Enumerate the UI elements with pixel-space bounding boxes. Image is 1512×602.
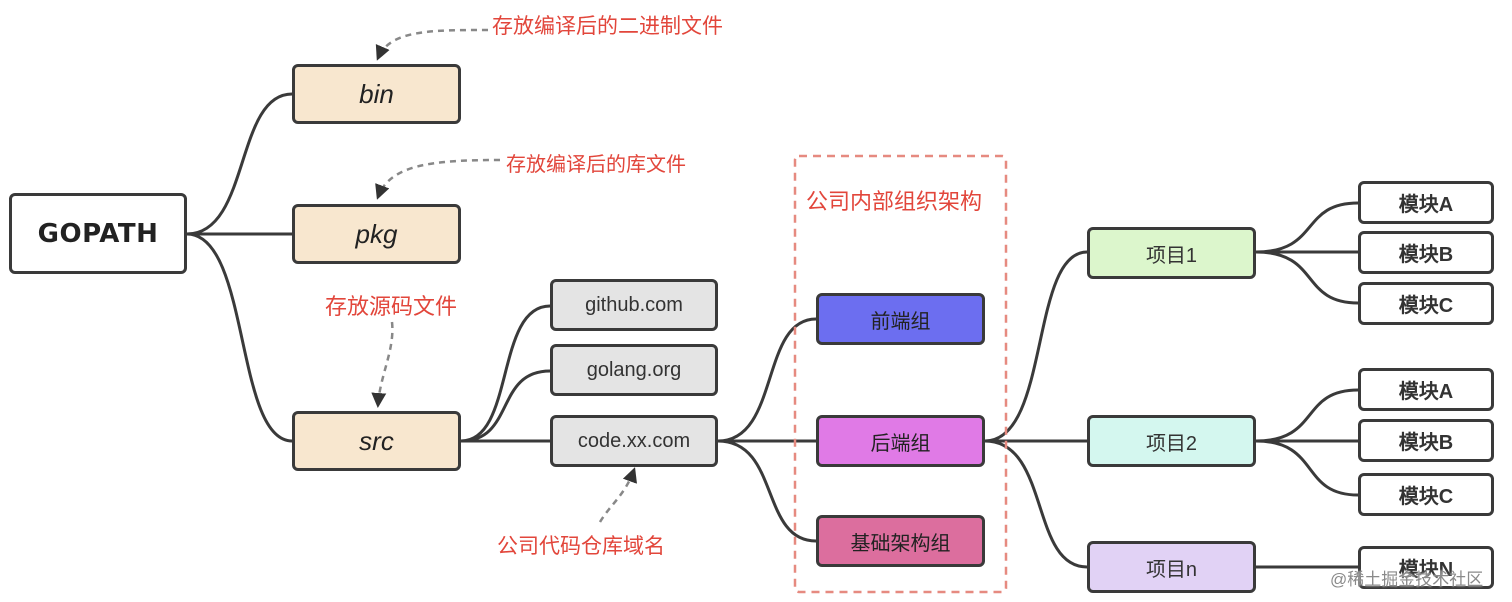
edge-p2-modA [1255,388,1359,443]
edge-p1-modC [1255,250,1359,305]
project-2-node: 项目2 [1087,415,1256,467]
bin-node: bin [292,64,461,124]
bin-annotation: 存放编译后的二进制文件 [492,15,723,38]
project-n-node: 项目n [1087,541,1256,593]
arrow-bin-note [375,28,489,61]
p2-module-b: 模块B [1358,419,1494,462]
org-group-frame [793,154,1008,594]
edge-gopath-bin [186,92,293,236]
edge-company-frontend [717,317,817,443]
edge-backend-pn [984,439,1088,569]
company-domain-annotation: 公司代码仓库域名 [497,535,665,558]
edge-gopath-src [186,232,293,443]
backend-team-node: 后端组 [816,415,985,467]
edge-p1-modA [1255,201,1359,254]
gopath-node: GOPATH [9,193,187,274]
edge-backend-p1 [984,250,1088,443]
company-domain-node: code.xx.com [550,415,718,467]
arrow-src-note [371,321,394,408]
arrow-pkg-note [375,158,501,200]
p2-module-c: 模块C [1358,473,1494,516]
p1-module-c: 模块C [1358,282,1494,325]
edge-src-github [460,304,551,443]
edge-company-infra [717,439,817,543]
project-1-node: 项目1 [1087,227,1256,279]
src-annotation: 存放源码文件 [325,294,458,319]
src-node: src [292,411,461,471]
golang-node: golang.org [550,344,718,396]
edge-p2-modC [1255,439,1359,497]
infra-team-node: 基础架构组 [816,515,985,567]
arrow-company-note [598,467,637,523]
pkg-annotation: 存放编译后的库文件 [506,154,686,176]
github-node: github.com [550,279,718,331]
pn-module-n: 模块N [1358,546,1494,589]
edge-src-golang [460,369,551,443]
org-group-title: 公司内部组织架构 [806,189,983,214]
p2-module-a: 模块A [1358,368,1494,411]
p1-module-b: 模块B [1358,231,1494,274]
pkg-node: pkg [292,204,461,264]
frontend-team-node: 前端组 [816,293,985,345]
p1-module-a: 模块A [1358,181,1494,224]
watermark: @稀土掘金技术社区 [1330,570,1484,589]
